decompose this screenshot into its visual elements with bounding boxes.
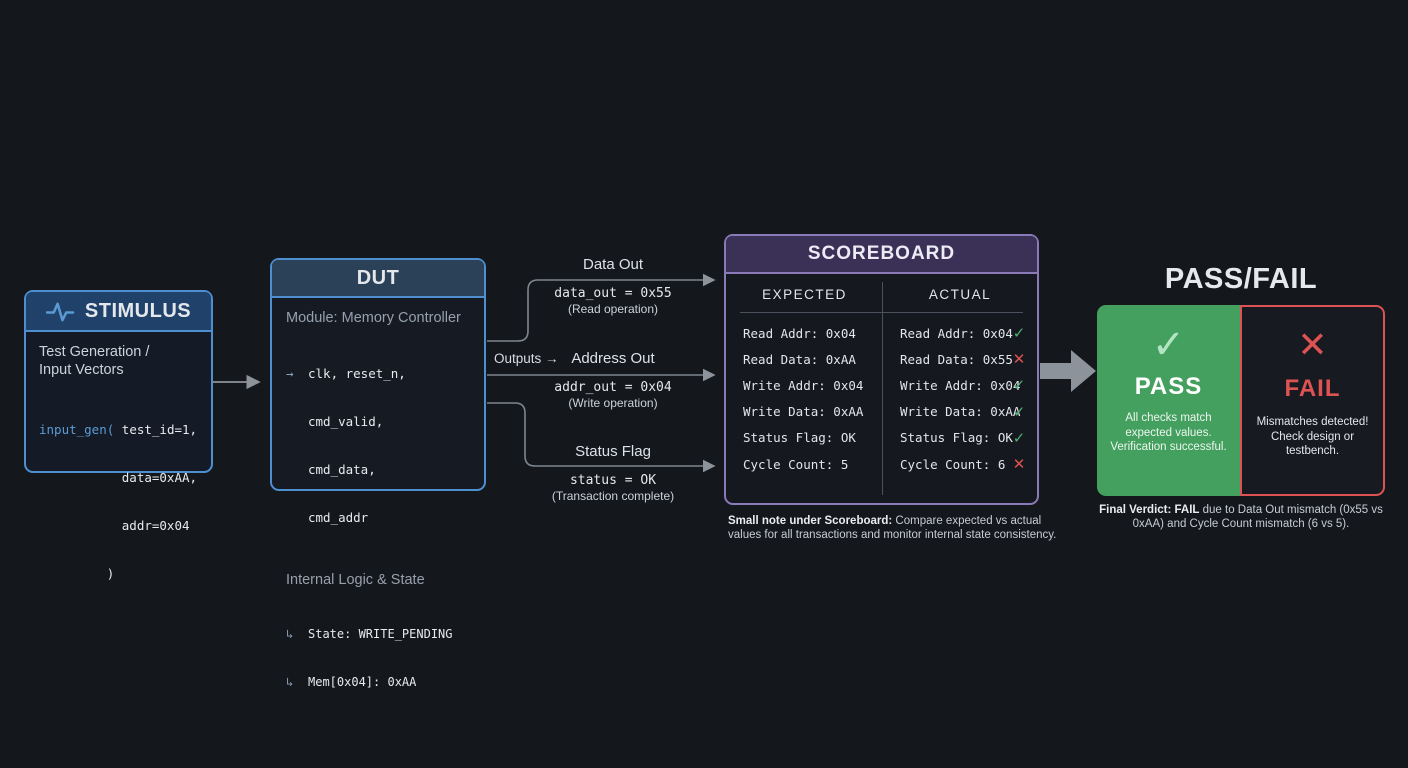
input-arrow-icon: → bbox=[286, 366, 294, 381]
scoreboard-note-text: Compare expected vs actual values for al… bbox=[728, 515, 1057, 541]
scoreboard-note: Small note under Scoreboard: Compare exp… bbox=[728, 514, 1073, 542]
actual-value: Status Flag: OK bbox=[900, 430, 1013, 446]
check-icon: ✓ bbox=[1012, 376, 1026, 395]
signal-value-address-out: addr_out = 0x04 bbox=[554, 380, 672, 395]
scoreboard-to-verdict-arrow bbox=[1040, 350, 1096, 392]
cross-icon: ✕ bbox=[1297, 325, 1328, 366]
fail-label: FAIL bbox=[1284, 375, 1341, 402]
pass-description: All checks match expected values. Verifi… bbox=[1110, 412, 1227, 453]
expected-value: Status Flag: OK bbox=[743, 430, 856, 446]
stimulus-header: STIMULUS bbox=[26, 292, 211, 332]
check-icon: ✓ bbox=[1012, 324, 1026, 343]
signal-note-address-out: (Write operation) bbox=[568, 396, 658, 410]
scoreboard-header: SCOREBOARD bbox=[726, 236, 1037, 274]
signal-name-status-flag: Status Flag bbox=[575, 443, 651, 460]
outputs-label: Outputs → bbox=[494, 351, 559, 366]
stimulus-subtitle: Test Generation / Input Vectors bbox=[39, 344, 150, 378]
expected-value: Cycle Count: 5 bbox=[743, 456, 849, 472]
verdict-title: PASS/FAIL bbox=[1164, 263, 1318, 295]
actual-column-header: ACTUAL bbox=[928, 287, 992, 302]
dut-module-label: Module: Memory Controller bbox=[286, 310, 461, 326]
expected-value: Read Addr: 0x04 bbox=[743, 325, 856, 341]
waveform-icon bbox=[45, 302, 75, 321]
actual-value: Write Addr: 0x04 bbox=[900, 377, 1021, 393]
actual-value: Read Addr: 0x04 bbox=[900, 325, 1013, 341]
dut-internal-label: Internal Logic & State bbox=[286, 572, 425, 588]
signal-note-status-flag: (Transaction complete) bbox=[551, 489, 675, 503]
scoreboard-column-divider bbox=[882, 282, 883, 495]
stimulus-box: STIMULUS Test Generation / Input Vectors… bbox=[24, 290, 213, 581]
expected-value: Write Addr: 0x04 bbox=[743, 377, 864, 393]
final-verdict-bold: Final Verdict: FAIL bbox=[1099, 504, 1200, 516]
scoreboard-header-divider bbox=[740, 312, 1023, 313]
final-verdict-note: Final Verdict: FAIL due to Data Out mism… bbox=[1085, 503, 1397, 531]
scoreboard-row: Read Data: 0xAA Read Data: 0x55✕ bbox=[726, 346, 1037, 372]
actual-value: Write Data: 0xAA bbox=[900, 404, 1021, 420]
expected-value: Write Data: 0xAA bbox=[743, 404, 864, 420]
check-icon: ✓ bbox=[1012, 402, 1026, 421]
expected-column-header: EXPECTED bbox=[762, 287, 847, 302]
dut-box: DUT Module: Memory Controller →clk, rese… bbox=[270, 258, 486, 689]
dut-title: DUT bbox=[356, 266, 400, 289]
signal-value-status-flag: status = OK bbox=[569, 473, 657, 488]
stimulus-title: STIMULUS bbox=[84, 299, 192, 322]
final-verdict-text: due to Data Out mismatch (0x55 vs 0xAA) … bbox=[1132, 504, 1383, 530]
scoreboard-row: Cycle Count: 5 Cycle Count: 6 ✕ bbox=[726, 451, 1037, 477]
cross-icon: ✕ bbox=[1012, 455, 1026, 474]
dut-header: DUT bbox=[272, 260, 484, 298]
pass-card: ✓ PASS All checks match expected values.… bbox=[1097, 305, 1240, 496]
scoreboard-column-headers: EXPECTED ACTUAL bbox=[726, 274, 1037, 302]
stimulus-code: input_gen( test_id=1, data=0xAA, addr=0x… bbox=[39, 422, 198, 581]
scoreboard-note-bold: Small note under Scoreboard: bbox=[728, 515, 893, 527]
dut-inputs: →clk, reset_n, cmd_valid, cmd_data, cmd_… bbox=[286, 366, 406, 525]
fail-description: Mismatches detected! Check design or tes… bbox=[1256, 416, 1369, 457]
signal-name-address-out: Address Out bbox=[571, 350, 655, 367]
actual-value: Read Data: 0x55 bbox=[900, 351, 1013, 367]
cross-icon: ✕ bbox=[1012, 350, 1026, 369]
check-icon: ✓ bbox=[1012, 428, 1026, 447]
branch-arrow-icon: ↳ bbox=[286, 675, 294, 689]
check-icon: ✓ bbox=[1151, 322, 1186, 368]
verdict-cards: ✓ PASS All checks match expected values.… bbox=[1097, 305, 1385, 496]
scoreboard-box: SCOREBOARD EXPECTED ACTUAL Read Addr: 0x… bbox=[724, 234, 1039, 505]
signal-name-data-out: Data Out bbox=[582, 256, 644, 273]
dut-state: ↳State: WRITE_PENDING ↳Mem[0x04]: 0xAA bbox=[286, 627, 453, 689]
signal-note-data-out: (Read operation) bbox=[567, 302, 659, 316]
branch-arrow-icon: ↳ bbox=[286, 627, 294, 641]
expected-value: Read Data: 0xAA bbox=[743, 351, 856, 367]
scoreboard-title: SCOREBOARD bbox=[807, 243, 956, 264]
actual-value: Cycle Count: 6 bbox=[900, 456, 1006, 472]
pass-label: PASS bbox=[1134, 373, 1203, 400]
fail-card: ✕ FAIL Mismatches detected! Check design… bbox=[1240, 305, 1385, 496]
signal-value-data-out: data_out = 0x55 bbox=[554, 286, 672, 301]
dut-body: Module: Memory Controller →clk, reset_n,… bbox=[272, 298, 484, 722]
stimulus-body: Test Generation / Input Vectors input_ge… bbox=[26, 332, 211, 614]
